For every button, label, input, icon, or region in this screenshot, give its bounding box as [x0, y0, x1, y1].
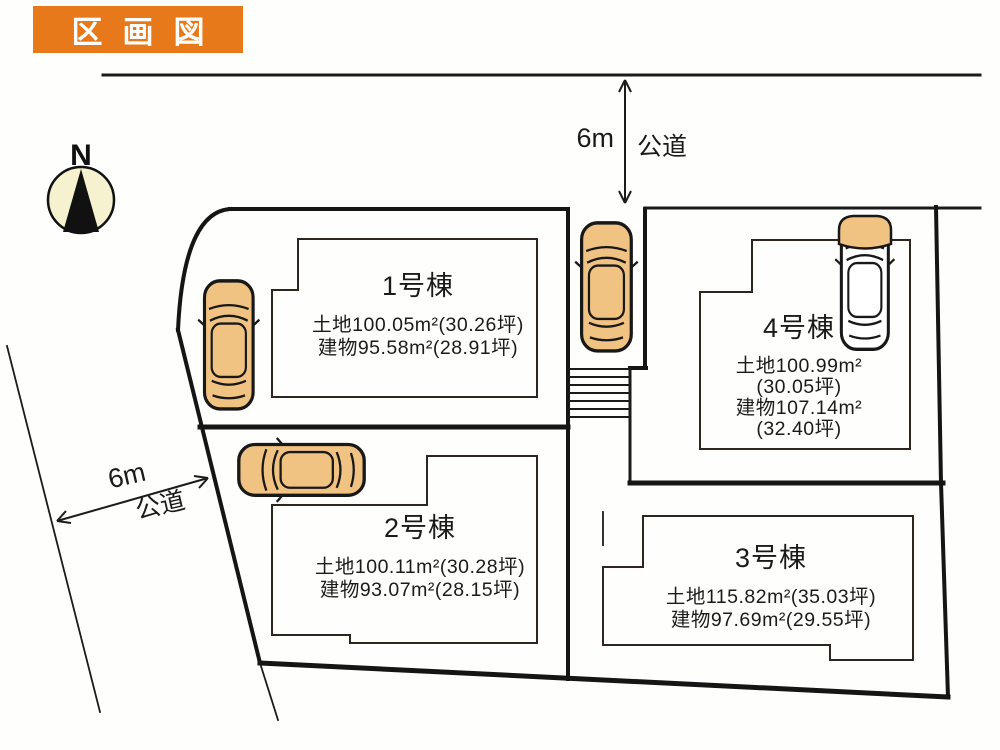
plot-1-label: 1号棟 土地100.05m²(30.26坪) 建物95.58m²(28.91坪)	[278, 264, 558, 360]
north-compass-icon: N	[46, 139, 116, 235]
plot-3-name: 3号棟	[734, 543, 808, 573]
top-road-dimension: 6m	[576, 123, 614, 153]
plot-4-label: 4号棟 土地100.99m² (30.05坪) 建物107.14m² (32.4…	[690, 306, 908, 440]
plot-4-building-tsubo: (32.40坪)	[756, 418, 842, 440]
plot-4-name: 4号棟	[762, 313, 836, 343]
plot-4-land-tsubo: (30.05坪)	[756, 376, 842, 398]
building-3-outline	[602, 515, 914, 661]
stairs	[568, 368, 630, 418]
compass-n-label: N	[70, 139, 92, 172]
plot-2-label: 2号棟 土地100.11m²(30.28坪) 建物93.07m²(28.15坪)	[280, 506, 560, 602]
internal-dividers	[197, 207, 946, 681]
parcel-boundary	[175, 204, 951, 722]
car-icon-driveway	[573, 221, 640, 353]
plot-2-name: 2号棟	[383, 513, 457, 543]
plot-3-building-area: 建物97.69m²(29.55坪)	[670, 609, 872, 631]
left-road-width-arrow	[56, 475, 209, 524]
top-road-width-arrow	[618, 79, 632, 204]
building-outlines	[271, 238, 914, 661]
plot-4-land-area: 土地100.99m²	[735, 355, 863, 377]
building-1-outline	[271, 238, 538, 398]
plot-1-name: 1号棟	[381, 271, 455, 301]
car-icon-plot4-front	[837, 214, 893, 250]
car-icon-plot1	[196, 279, 262, 411]
page-title: 区画図	[71, 15, 225, 50]
plot-1-building-area: 建物95.58m²(28.91坪)	[317, 337, 519, 359]
page-title-banner: 区画図	[33, 6, 243, 53]
left-road-lines	[5, 344, 102, 714]
plot-2-land-area: 土地100.11m²(30.28坪)	[314, 556, 526, 578]
plot-3-land-area: 土地115.82m²(35.03坪)	[665, 586, 877, 608]
plot-4-building-area: 建物107.14m²	[735, 397, 863, 419]
top-road-name: 公道	[637, 133, 688, 161]
building-4-outline	[699, 239, 911, 450]
building-2-outline	[271, 455, 538, 644]
car-icon-plot2	[237, 436, 366, 504]
top-road-lines	[101, 73, 982, 211]
plot-1-land-area: 土地100.05m²(30.26坪)	[312, 314, 524, 336]
plot-3-label: 3号棟 土地115.82m²(35.03坪) 建物97.69m²(29.55坪)	[625, 536, 917, 632]
plot-2-building-area: 建物93.07m²(28.15坪)	[319, 579, 521, 601]
